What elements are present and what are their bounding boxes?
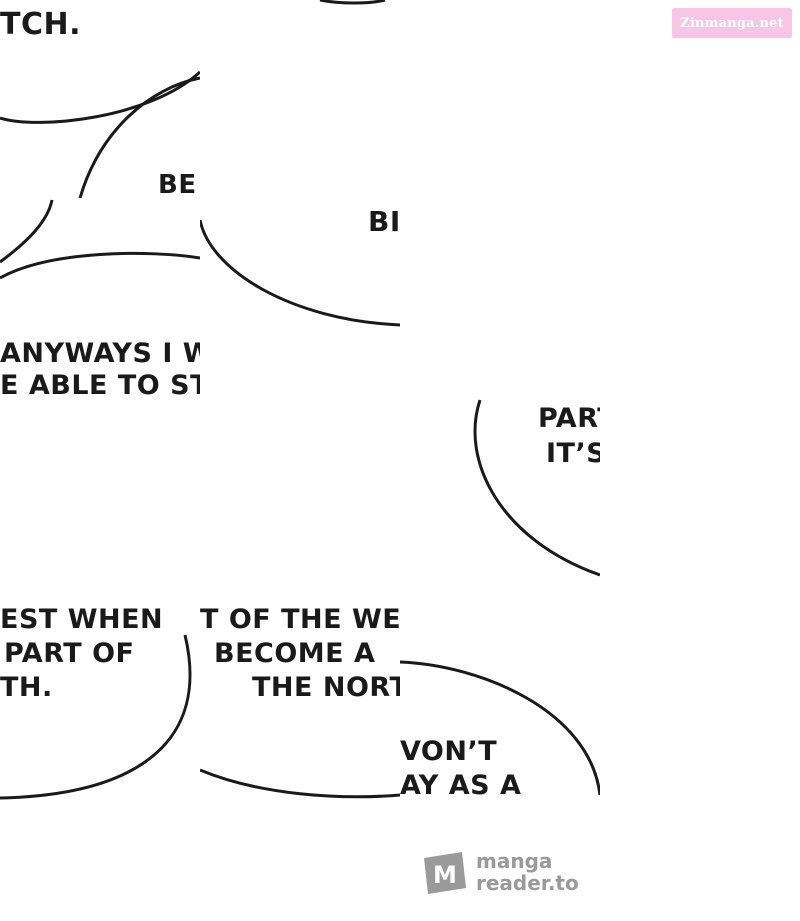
- dialogue-text: E ABLE TO ST: [0, 370, 200, 401]
- speech-bubbles: [200, 768, 400, 799]
- dialogue-text: BE: [158, 170, 197, 200]
- dialogue-text: EST WHEN: [0, 604, 164, 635]
- dialogue-text: PART: [538, 403, 600, 434]
- dialogue-text: PART OF: [4, 638, 135, 669]
- speech-bubbles: [0, 634, 192, 800]
- watermark-label: Zinmanga.net: [680, 15, 784, 31]
- logo-mark-letter: M: [433, 861, 457, 889]
- dialogue-text: BECOME A: [214, 638, 376, 669]
- logo-text: manga reader.to: [476, 850, 579, 894]
- panel-top-left: TCH. BE: [0, 0, 200, 300]
- dialogue-text: TH.: [0, 672, 53, 703]
- dialogue-text: THE NORT: [252, 672, 400, 703]
- dialogue-text: TCH.: [0, 7, 81, 42]
- logo-mark-icon: M: [424, 852, 466, 894]
- dialogue-text: BI: [368, 205, 400, 238]
- dialogue-text: AY AS A: [400, 770, 522, 801]
- speech-bubbles: [400, 660, 600, 796]
- panel-bottom-middle: T OF THE WE BECOME A THE NORT: [200, 590, 400, 810]
- logo-line-2: reader.to: [476, 871, 579, 895]
- speech-bubbles: [473, 399, 600, 577]
- panel-bottom-right: VON’T AY AS A: [400, 640, 600, 810]
- panel-middle-left: ANYWAYS I W E ABLE TO ST: [0, 300, 200, 590]
- logo-line-1: manga: [476, 849, 553, 873]
- dialogue-text: ANYWAYS I W: [0, 338, 200, 369]
- site-watermark: Zinmanga.net: [672, 8, 792, 38]
- panel-bottom-left: EST WHEN PART OF TH.: [0, 590, 200, 810]
- dialogue-text: T OF THE WE: [200, 604, 400, 635]
- panel-middle-right: PART IT’S: [400, 380, 600, 580]
- dialogue-text: IT’S: [546, 438, 600, 469]
- panel-top-middle: BI: [200, 0, 400, 330]
- dialogue-text: VON’T: [400, 736, 498, 767]
- reader-logo: M manga reader.to: [418, 846, 588, 898]
- speech-bubbles: [200, 0, 400, 327]
- speech-bubbles: [0, 70, 200, 280]
